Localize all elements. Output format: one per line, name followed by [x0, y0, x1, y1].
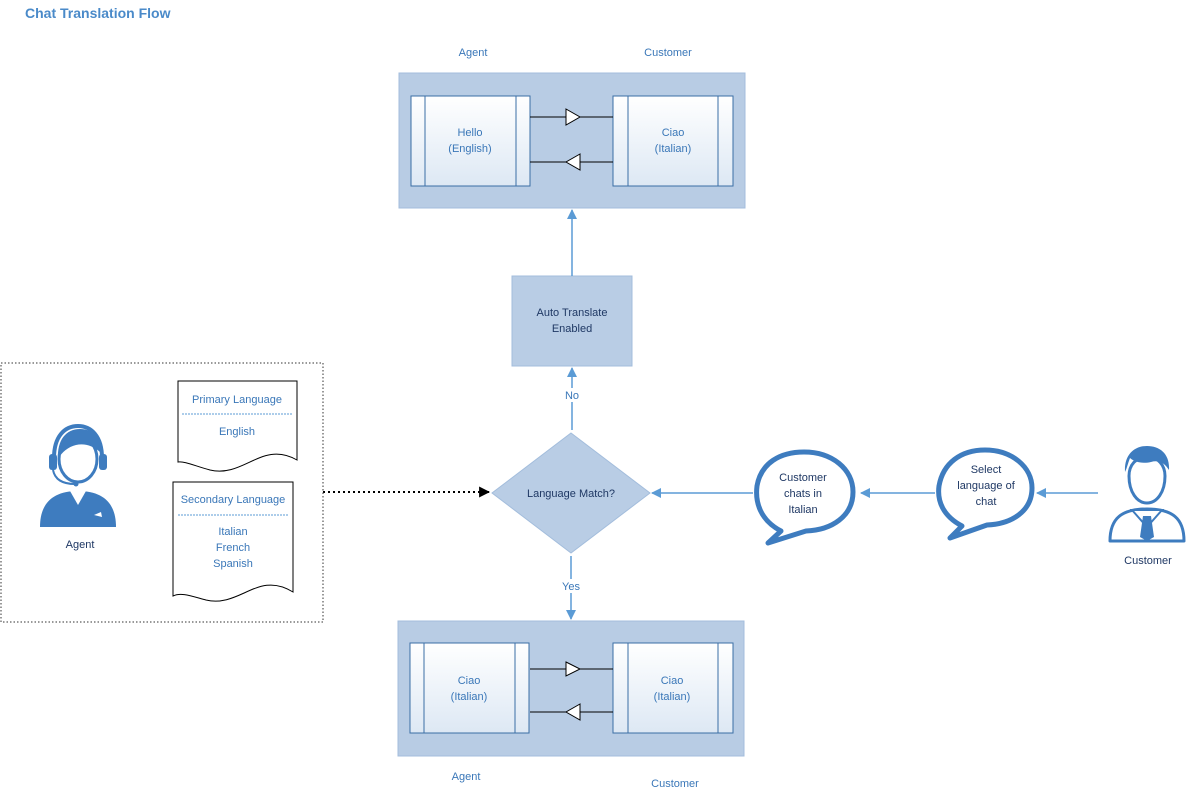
secondary-language-heading: Secondary Language	[181, 494, 286, 506]
bottom-customer-label: Customer	[651, 778, 699, 790]
top-agent-box-line1: Hello	[457, 127, 482, 139]
top-agent-box-line2: (English)	[448, 143, 491, 155]
bottom-agent-box: Ciao (Italian)	[409, 642, 530, 734]
primary-language-item: English	[219, 426, 255, 438]
no-label: No	[565, 390, 579, 402]
bubble-select-line1: Select	[971, 464, 1002, 476]
customer-icon-label: Customer	[1124, 555, 1172, 567]
secondary-language-document: Secondary Language Italian French Spanis…	[172, 481, 294, 602]
top-customer-box-line1: Ciao	[662, 127, 685, 139]
bottom-customer-box: Ciao (Italian)	[612, 642, 734, 734]
secondary-language-item: Italian	[218, 526, 247, 538]
primary-language-heading: Primary Language	[192, 394, 282, 406]
bottom-agent-label: Agent	[452, 771, 481, 783]
top-flow-connectors	[530, 108, 613, 171]
top-customer-label: Customer	[644, 47, 692, 59]
top-agent-label: Agent	[459, 47, 488, 59]
auto-translate-node	[511, 275, 633, 367]
language-match-decision	[491, 432, 651, 554]
bottom-agent-box-line1: Ciao	[458, 675, 481, 687]
yes-label: Yes	[562, 581, 580, 593]
primary-language-document: Primary Language English	[177, 380, 298, 472]
speech-bubble-customer-chats: Customer chats in Italian	[754, 449, 856, 546]
diagram-title: Chat Translation Flow	[25, 5, 171, 21]
bottom-agent-box-line2: (Italian)	[451, 691, 488, 703]
top-customer-box-line2: (Italian)	[655, 143, 692, 155]
auto-translate-line2: Enabled	[552, 323, 592, 335]
bubble-chats-line3: Italian	[788, 504, 817, 516]
yes-label-bg	[558, 579, 584, 593]
no-label-bg	[560, 388, 584, 402]
decision-label: Language Match?	[527, 488, 615, 500]
auto-translate-line1: Auto Translate	[537, 307, 608, 319]
customer-person-icon	[1108, 446, 1186, 543]
agent-headset-icon	[40, 423, 116, 527]
bottom-flow-connectors	[530, 661, 613, 721]
bottom-customer-box-line2: (Italian)	[654, 691, 691, 703]
bubble-chats-line1: Customer	[779, 472, 827, 484]
speech-bubble-select-language: Select language of chat	[936, 447, 1035, 541]
bubble-select-line3: chat	[976, 496, 997, 508]
bottom-customer-box-line1: Ciao	[661, 675, 684, 687]
top-customer-box: Ciao (Italian)	[612, 95, 734, 187]
top-agent-box: Hello (English)	[410, 95, 531, 187]
agent-language-settings-group	[0, 362, 324, 623]
bubble-select-line2: language of	[957, 480, 1015, 492]
secondary-language-item: Spanish	[213, 558, 253, 570]
agent-icon-label: Agent	[66, 539, 95, 551]
secondary-language-item: French	[216, 542, 250, 554]
bubble-chats-line2: chats in	[784, 488, 822, 500]
